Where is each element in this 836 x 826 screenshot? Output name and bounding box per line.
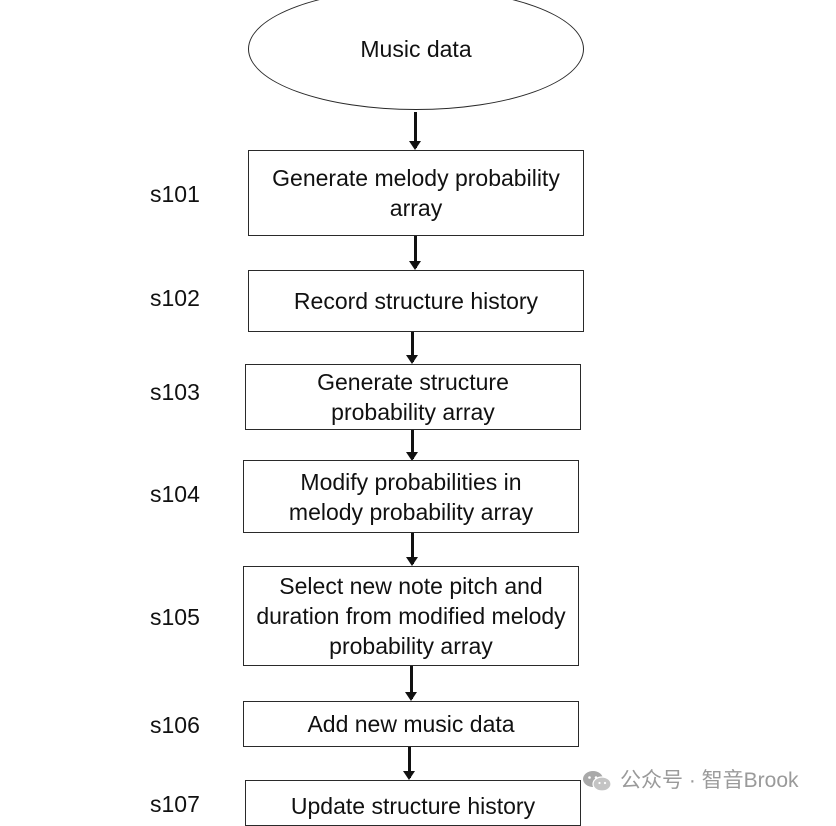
step-id-s101: s101 xyxy=(150,181,200,207)
arrow-s106-to-s107 xyxy=(403,747,415,780)
step-id-s105: s105 xyxy=(150,604,200,630)
arrow-s104-to-s105 xyxy=(406,533,418,566)
watermark-text: 公众号 · 智音Brook xyxy=(620,769,799,792)
step-text-s104: Modify probabilities in melody probabili… xyxy=(288,468,534,525)
arrow-start-to-s101 xyxy=(409,112,421,150)
step-id-s106: s106 xyxy=(150,712,200,738)
step-id-s102: s102 xyxy=(150,285,200,311)
step-text-s107: Update structure history xyxy=(290,793,536,819)
step-text-s102: Record structure history xyxy=(293,288,539,314)
arrow-s103-to-s104 xyxy=(406,430,418,461)
arrow-s105-to-s106 xyxy=(405,666,417,701)
step-id-s104: s104 xyxy=(150,481,200,507)
step-id-s103: s103 xyxy=(150,379,200,405)
step-box-s105: Select new note pitch and duration from … xyxy=(243,566,579,666)
wechat-icon xyxy=(583,771,612,792)
step-box-s102: Record structure history xyxy=(248,270,584,332)
watermark: 公众号 · 智音Brook xyxy=(582,766,799,796)
step-box-s106: Add new music data xyxy=(243,701,579,747)
step-text-s106: Add new music data xyxy=(307,711,515,737)
step-id-s107: s107 xyxy=(150,791,200,817)
step-text-s105: Select new note pitch and duration from … xyxy=(256,573,566,659)
step-box-s107: Update structure history xyxy=(245,780,581,826)
step-text-s101: Generate melody probability array xyxy=(272,165,560,221)
start-node-music-data: Music data xyxy=(248,0,584,110)
step-box-s101: Generate melody probability array xyxy=(248,150,584,236)
arrow-s102-to-s103 xyxy=(406,332,418,364)
step-text-s103: Generate structure probability array xyxy=(317,369,509,425)
start-node-label: Music data xyxy=(360,35,472,62)
step-box-s103: Generate structure probability array xyxy=(245,364,581,430)
arrow-s101-to-s102 xyxy=(409,236,421,270)
step-box-s104: Modify probabilities in melody probabili… xyxy=(243,460,579,533)
